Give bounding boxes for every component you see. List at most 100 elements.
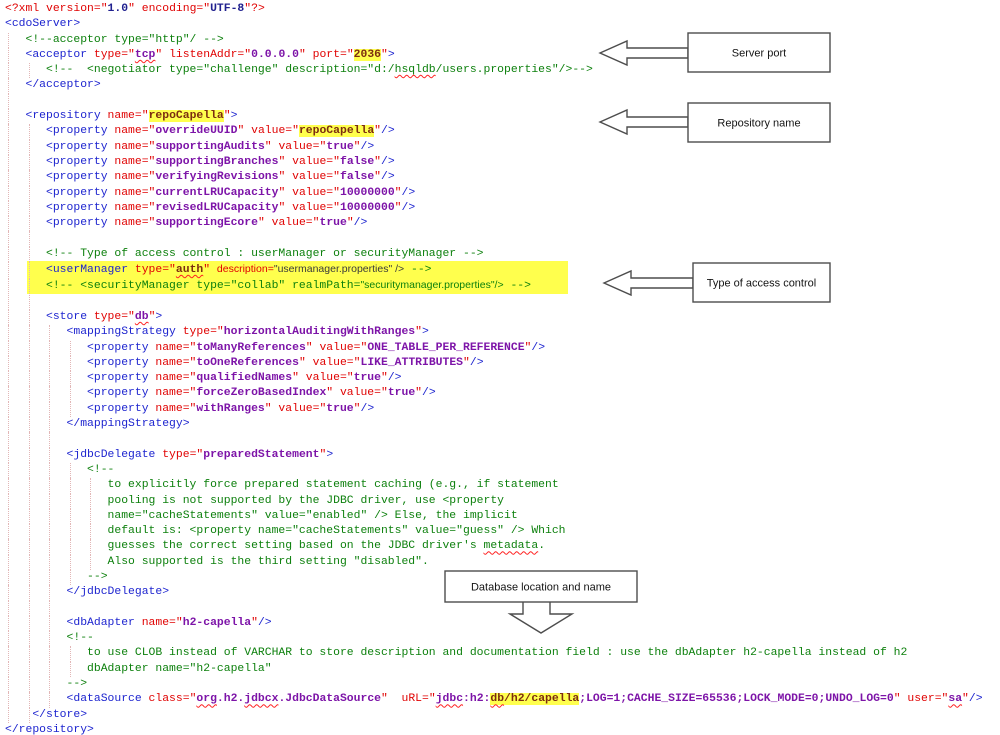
code-token: pooling is not supported by the JDBC dri… — [5, 494, 504, 507]
code-token: true — [326, 140, 354, 153]
indent-guide — [8, 646, 9, 662]
code-line — [5, 231, 1000, 247]
code-token: tcp — [134, 48, 156, 61]
code-token: " value=" — [278, 201, 340, 214]
code-line: <!-- — [5, 462, 1000, 479]
indent-guide — [28, 417, 30, 433]
code-token: . — [538, 540, 546, 553]
code-token: "usermanager.properties" /> — [273, 263, 405, 276]
code-token: .h2. — [216, 693, 245, 706]
code-token: " — [381, 48, 388, 61]
code-token: " — [148, 310, 156, 323]
indent-guide — [49, 386, 51, 402]
code-token: name=" — [148, 356, 197, 369]
code-token: :h2: — [463, 693, 491, 706]
code-token: " — [374, 171, 382, 184]
code-token: <property — [5, 201, 108, 214]
code-token: "?> — [244, 3, 265, 15]
code-token: <property — [5, 402, 149, 415]
code-line: <jdbcDelegate type="preparedStatement"> — [5, 447, 1000, 463]
indent-guide — [69, 355, 71, 372]
indent-guide — [49, 692, 51, 708]
indent-guide — [8, 417, 9, 433]
indent-guide — [28, 154, 30, 171]
indent-guide — [28, 677, 30, 693]
code-token: auth — [175, 264, 204, 277]
indent-guide — [28, 478, 30, 494]
code-token: /> — [360, 140, 375, 153]
code-token: class=" — [141, 693, 197, 706]
code-token: name=" — [148, 387, 197, 400]
code-token: <jdbcDelegate — [5, 448, 156, 461]
code-token: </store> — [5, 708, 88, 721]
code-token: 0.0.0.0 — [251, 48, 299, 61]
code-token: supportingBranches — [155, 155, 279, 168]
code-token: " — [374, 125, 382, 138]
code-token: toManyReferences — [196, 341, 306, 354]
code-token: <!-- Type of access control : userManage… — [5, 247, 484, 260]
code-line: <cdoServer> — [5, 17, 1000, 32]
code-line: <!--acceptor type="http"/ --> — [5, 32, 1000, 48]
code-line: </repository> — [5, 723, 1000, 735]
code-token: UTF-8 — [210, 3, 245, 15]
code-token: ONE_TABLE_PER_REFERENCE — [367, 341, 525, 354]
indent-guide — [28, 524, 30, 540]
indent-guide — [49, 462, 51, 479]
code-line: </acceptor> — [5, 78, 1000, 94]
code-token: --> — [404, 264, 432, 277]
code-token: overrideUUID — [155, 125, 238, 138]
indent-guide — [49, 493, 51, 509]
code-token: true — [387, 387, 416, 400]
code-token: type=" — [87, 310, 135, 323]
code-token: " — [463, 356, 470, 369]
indent-guide — [28, 170, 30, 186]
indent-guide — [8, 262, 9, 278]
indent-guide — [69, 524, 71, 540]
indent-guide — [28, 294, 30, 310]
indent-guide — [8, 554, 9, 570]
code-token: > — [155, 310, 163, 323]
code-token: <cdoServer> — [5, 18, 81, 31]
indent-guide — [28, 386, 30, 402]
indent-guide — [69, 569, 71, 586]
code-token: withRanges — [196, 402, 265, 415]
indent-guide — [49, 478, 51, 494]
code-token: description= — [216, 263, 274, 276]
code-token: db — [134, 310, 149, 323]
indent-guide — [8, 63, 9, 79]
code-token: <!-- — [5, 632, 94, 645]
code-token: <repository — [5, 110, 101, 123]
code-token: horizontalAuditingWithRanges — [223, 326, 416, 339]
code-line: <property name="overrideUUID" value="rep… — [5, 124, 1000, 140]
code-token: to explicitly force prepared statement c… — [5, 479, 559, 492]
indent-guide — [69, 401, 71, 418]
code-token: > — [326, 448, 334, 461]
indent-guide — [28, 615, 30, 632]
indent-guide — [28, 646, 30, 662]
indent-guide — [69, 539, 71, 555]
code-line — [5, 432, 1000, 448]
indent-guide — [28, 325, 30, 341]
code-token: dbAdapter name="h2-capella" — [5, 662, 272, 675]
code-token: false — [339, 171, 375, 184]
code-token: " — [394, 201, 402, 214]
code-line: <dbAdapter name="h2-capella"/> — [5, 615, 1000, 632]
indent-guide — [8, 585, 9, 601]
indent-guide — [49, 677, 51, 693]
indent-guide — [49, 355, 51, 372]
indent-guide — [8, 47, 9, 64]
indent-guide — [28, 508, 30, 525]
code-token: name=" — [148, 341, 197, 354]
code-line: <repository name="repoCapella"> — [5, 109, 1000, 125]
indent-guide — [8, 200, 9, 217]
code-token: <property — [5, 186, 108, 199]
code-token: " value=" — [292, 372, 354, 385]
indent-guide — [8, 615, 9, 632]
code-token: /users.properties"/>--> — [435, 64, 593, 77]
code-token: supportingAudits — [155, 140, 265, 153]
code-line: <?xml version="1.0" encoding="UTF-8"?> — [5, 2, 1000, 17]
code-token: " — [415, 387, 422, 400]
indent-guide — [8, 325, 9, 341]
indent-guide — [8, 371, 9, 387]
